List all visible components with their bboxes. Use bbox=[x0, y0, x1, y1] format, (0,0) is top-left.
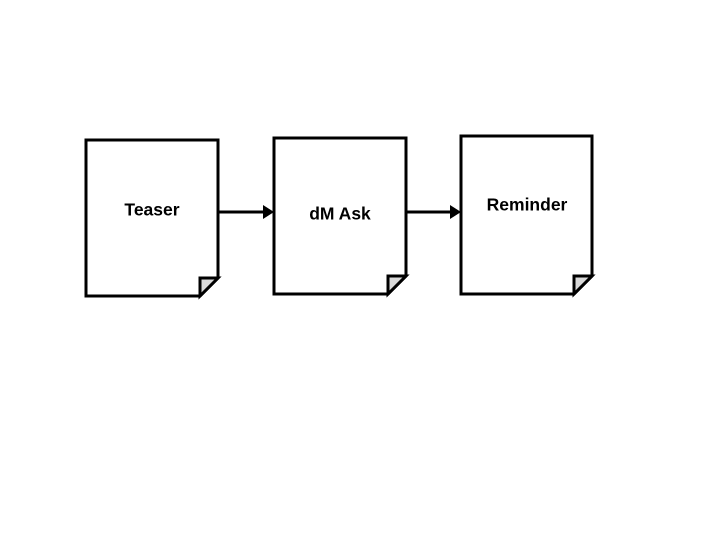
node-label: dM Ask bbox=[309, 204, 371, 224]
node-reminder[interactable]: Reminder bbox=[459, 134, 596, 298]
document-fold-icon bbox=[198, 276, 222, 300]
node-label: Reminder bbox=[487, 195, 568, 215]
node-label: Teaser bbox=[124, 200, 179, 220]
edge-teaser-to-dm-ask bbox=[218, 205, 274, 219]
node-teaser[interactable]: Teaser bbox=[84, 138, 222, 300]
edge-dm-ask-to-reminder bbox=[406, 205, 461, 219]
document-shape-icon bbox=[459, 134, 594, 296]
document-fold-icon bbox=[572, 274, 596, 298]
node-dm-ask[interactable]: dM Ask bbox=[272, 136, 410, 298]
document-fold-icon bbox=[386, 274, 410, 298]
arrowhead-icon bbox=[450, 205, 461, 219]
arrowhead-icon bbox=[263, 205, 274, 219]
